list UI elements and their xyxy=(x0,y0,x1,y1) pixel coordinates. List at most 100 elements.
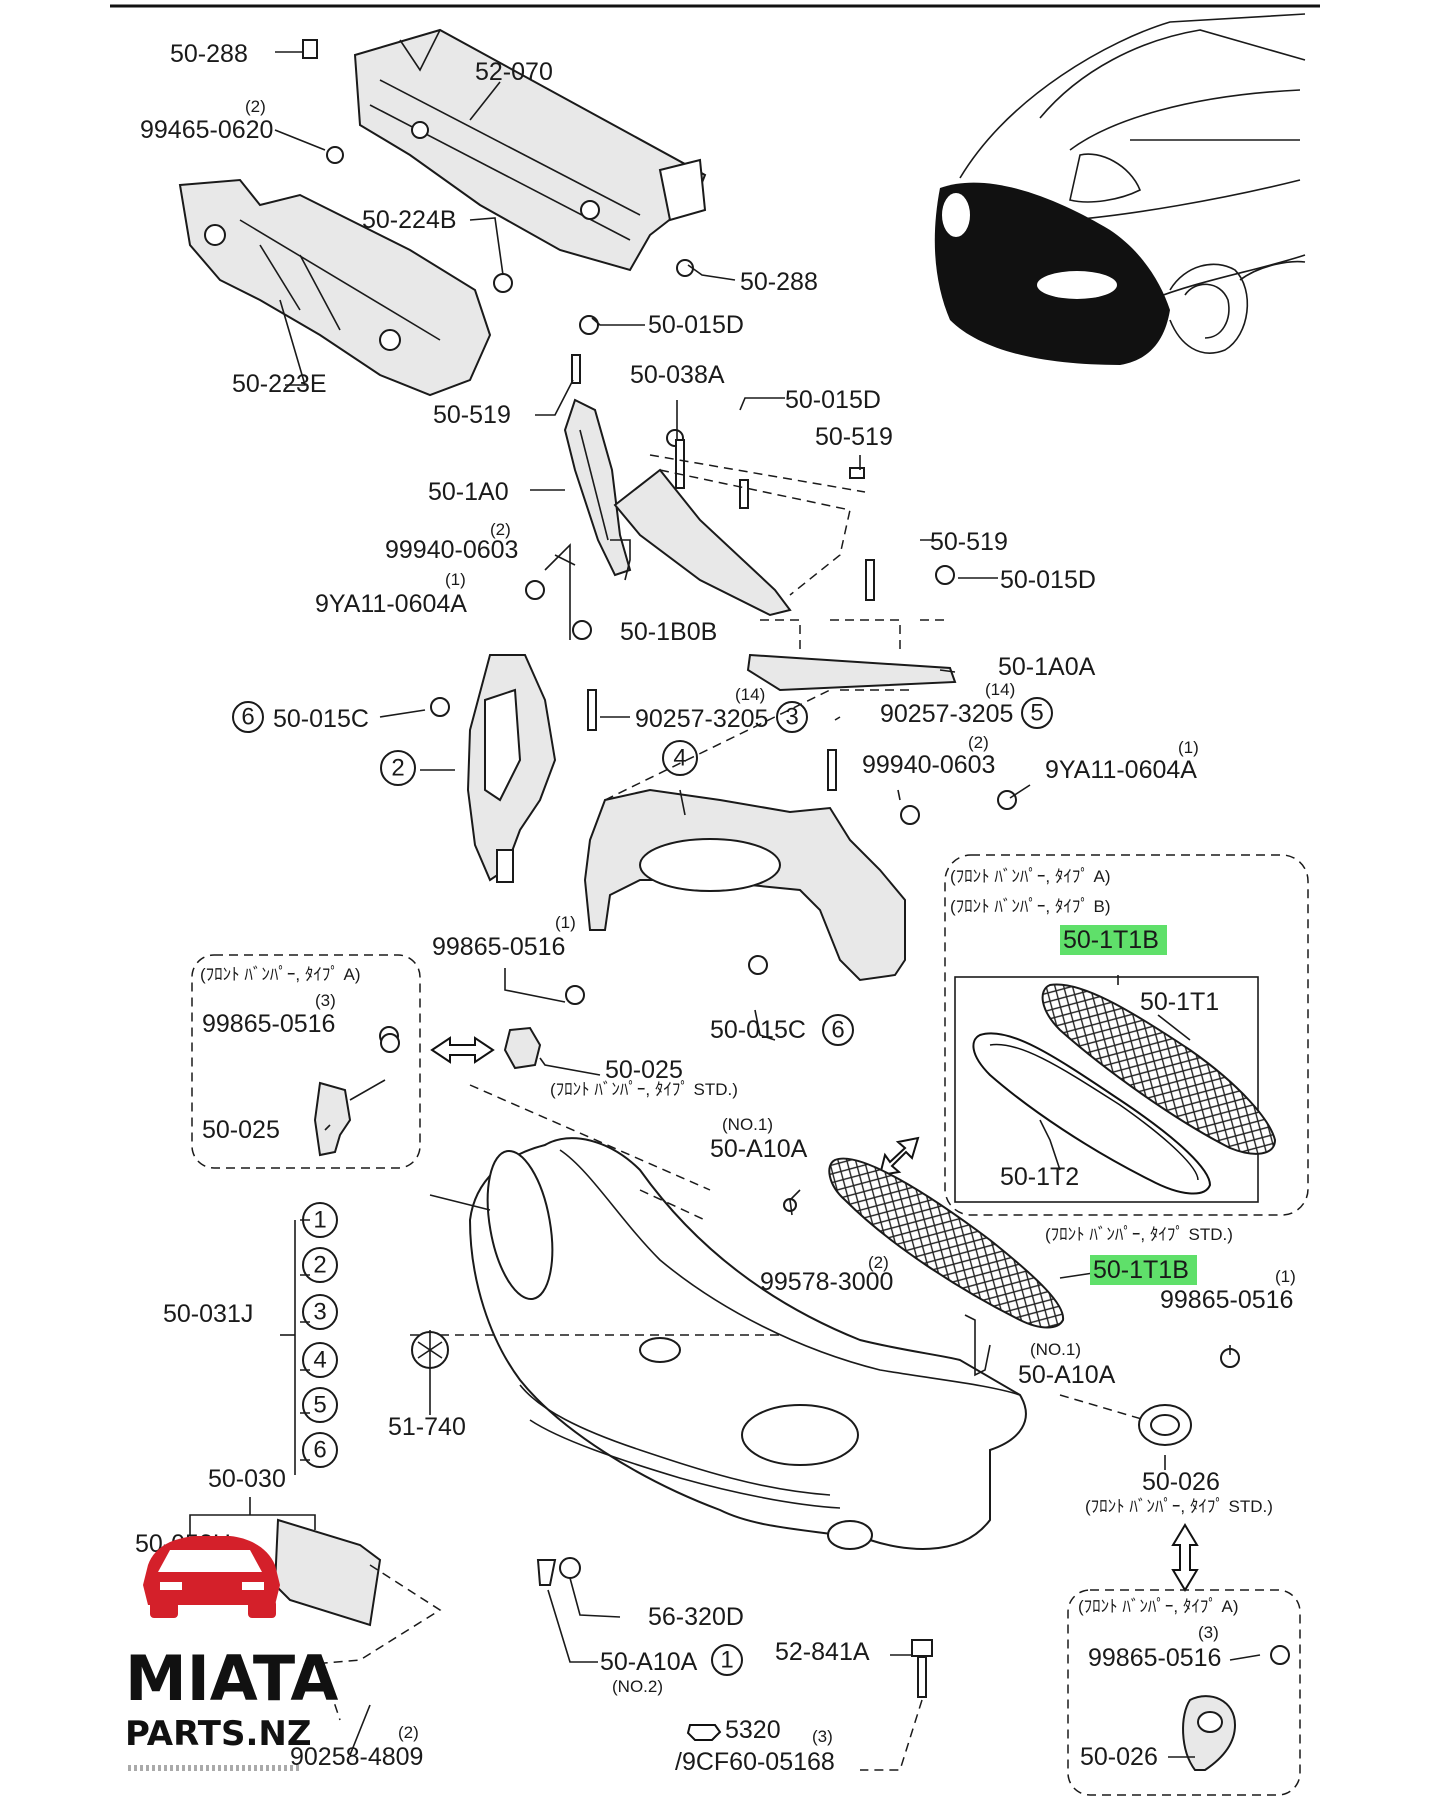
double-arrow-fog xyxy=(1171,1523,1199,1592)
label-50-025-a: 50-025 xyxy=(202,1116,280,1144)
highlight-50-1T1B-b xyxy=(1090,1255,1197,1285)
label-50-030: 50-030 xyxy=(208,1465,286,1493)
svg-text:2: 2 xyxy=(313,1252,326,1279)
detail-box-type-a-left xyxy=(191,954,421,1169)
svg-text:6: 6 xyxy=(831,1017,844,1044)
label-50-519-c: 50-519 xyxy=(930,528,1008,556)
label-5320: 5320 xyxy=(725,1716,781,1744)
double-arrow-grille xyxy=(878,1136,920,1177)
label-50-A10A-c: 50-A10A xyxy=(600,1648,698,1676)
ref-circle-6: 6 xyxy=(232,701,264,733)
svg-text:1: 1 xyxy=(313,1207,326,1234)
label-50-031J: 50-031J xyxy=(163,1300,253,1328)
label-9CF60-05168: /9CF60-05168 xyxy=(675,1748,835,1776)
label-50-026-a: 50-026 xyxy=(1142,1468,1220,1496)
qty-label: (NO.2) xyxy=(612,1677,663,1696)
qty-label: (NO.1) xyxy=(1030,1340,1081,1359)
qty-label: (2) xyxy=(868,1253,889,1272)
ref-circle-6: 6 xyxy=(302,1432,338,1468)
qty-label: (NO.1) xyxy=(722,1115,773,1134)
qty-label: (14) xyxy=(735,685,765,704)
qty-label: (14) xyxy=(985,680,1015,699)
label-99465-0620: 99465-0620 xyxy=(140,116,273,144)
label-jp-type-b: (ﾌﾛﾝﾄ ﾊﾞﾝﾊﾟｰ, ﾀｲﾌﾟ B) xyxy=(950,897,1111,916)
label-90257-3205-a: 90257-3205 xyxy=(635,705,768,733)
label-50-015C-b: 50-015C xyxy=(710,1016,806,1044)
label-jp-type-a-right: (ﾌﾛﾝﾄ ﾊﾞﾝﾊﾟｰ, ﾀｲﾌﾟ A) xyxy=(1078,1597,1239,1616)
label-jp-type-a: (ﾌﾛﾝﾄ ﾊﾞﾝﾊﾟｰ, ﾀｲﾌﾟ A) xyxy=(950,867,1111,886)
logo-line1: MIATA xyxy=(125,1642,338,1715)
double-arrow-left xyxy=(430,1036,495,1064)
label-50-1A0A: 50-1A0A xyxy=(998,653,1096,681)
connector-50-025 xyxy=(503,1026,542,1070)
ref-circle-3: 3 xyxy=(302,1294,338,1330)
svg-text:5: 5 xyxy=(313,1392,326,1419)
label-50-288-right: 50-288 xyxy=(740,268,818,296)
ref-circle-4: 4 xyxy=(662,740,698,776)
ref-circle-2: 2 xyxy=(380,750,416,786)
svg-text:5: 5 xyxy=(1030,700,1043,727)
qty-label: (2) xyxy=(490,520,511,539)
label-50-015D-c: 50-015D xyxy=(1000,566,1096,594)
label-50-015D-a: 50-015D xyxy=(648,311,744,339)
label-99865-0516-d: 99865-0516 xyxy=(1088,1644,1221,1672)
clips-top xyxy=(302,39,1290,1665)
bracket-50-1A0 xyxy=(563,398,632,577)
label-50-1T1: 50-1T1 xyxy=(1140,988,1219,1016)
label-50-1B0B: 50-1B0B xyxy=(620,618,717,646)
car-locator-illustration xyxy=(934,13,1306,365)
label-50-015C-a: 50-015C xyxy=(273,705,369,733)
svg-text:4: 4 xyxy=(673,745,686,772)
label-50-519-b: 50-519 xyxy=(815,423,893,451)
ref-circle-3: 3 xyxy=(776,701,808,733)
svg-text:3: 3 xyxy=(785,704,798,731)
energy-absorber-50-223E xyxy=(178,178,492,397)
svg-text:1: 1 xyxy=(720,1647,733,1674)
detail-box-type-a-b-grille xyxy=(944,854,1309,1216)
qty-label: (2) xyxy=(398,1723,419,1742)
lower-fasteners xyxy=(349,1557,933,1771)
label-50-A10A-a: 50-A10A xyxy=(710,1135,808,1163)
label-50-A10A-b: 50-A10A xyxy=(1018,1361,1116,1389)
label-jp-std-026: (ﾌﾛﾝﾄ ﾊﾞﾝﾊﾟｰ, ﾀｲﾌﾟ STD.) xyxy=(1085,1497,1273,1516)
label-jp-type-a-left: (ﾌﾛﾝﾄ ﾊﾞﾝﾊﾟｰ, ﾀｲﾌﾟ A) xyxy=(200,965,361,984)
label-51-740: 51-740 xyxy=(388,1413,466,1441)
lower-cover-50-1A0A xyxy=(746,619,957,692)
qty-label: (1) xyxy=(445,570,466,589)
label-99865-0516-main: 99865-0516 xyxy=(432,933,565,961)
label-jp-std-025: (ﾌﾛﾝﾄ ﾊﾞﾝﾊﾟｰ, ﾀｲﾌﾟ STD.) xyxy=(550,1080,738,1099)
label-50-1T1B-b: 50-1T1B xyxy=(1093,1256,1189,1284)
label-50-1T1B-a: 50-1T1B xyxy=(1063,926,1159,954)
front-bumper-fascia xyxy=(410,1084,1146,1550)
label-50-224B: 50-224B xyxy=(362,206,457,234)
label-99940-0603-a: 99940-0603 xyxy=(385,536,518,564)
label-50-1T2: 50-1T2 xyxy=(1000,1163,1079,1191)
label-50-038A: 50-038A xyxy=(630,361,725,389)
ref-circle-1: 1 xyxy=(302,1202,338,1238)
red-car-icon xyxy=(143,1536,280,1618)
label-50-025-b: 50-025 xyxy=(605,1056,683,1084)
qty-label: (3) xyxy=(315,991,336,1010)
ref-circle-5: 5 xyxy=(302,1387,338,1423)
label-50-015D-b: 50-015D xyxy=(785,386,881,414)
svg-text:3: 3 xyxy=(313,1299,326,1326)
svg-text:4: 4 xyxy=(313,1347,326,1374)
ref-circle-2: 2 xyxy=(302,1247,338,1283)
label-56-320D: 56-320D xyxy=(648,1603,744,1631)
qty-label: (1) xyxy=(555,913,576,932)
qty-label: (1) xyxy=(1275,1267,1296,1286)
ref-circle-6: 6 xyxy=(822,1014,854,1046)
label-99865-0516-b: 99865-0516 xyxy=(202,1010,335,1038)
label-99578-3000: 99578-3000 xyxy=(760,1268,893,1296)
qty-label: (2) xyxy=(245,97,266,116)
qty-label: (3) xyxy=(812,1727,833,1746)
detail-box-type-a-right xyxy=(1067,1589,1301,1796)
ref-circle-4: 4 xyxy=(302,1342,338,1378)
label-jp-std-grille: (ﾌﾛﾝﾄ ﾊﾞﾝﾊﾟｰ, ﾀｲﾌﾟ STD.) xyxy=(1045,1225,1233,1244)
grille-50-1T1B xyxy=(828,1157,1065,1329)
label-52-841A: 52-841A xyxy=(775,1638,870,1666)
label-99865-0516-a: 99865-0516 xyxy=(1160,1286,1293,1314)
svg-text:6: 6 xyxy=(241,704,254,731)
miata-parts-logo: MIATA PARTS.NZ xyxy=(125,1536,338,1771)
